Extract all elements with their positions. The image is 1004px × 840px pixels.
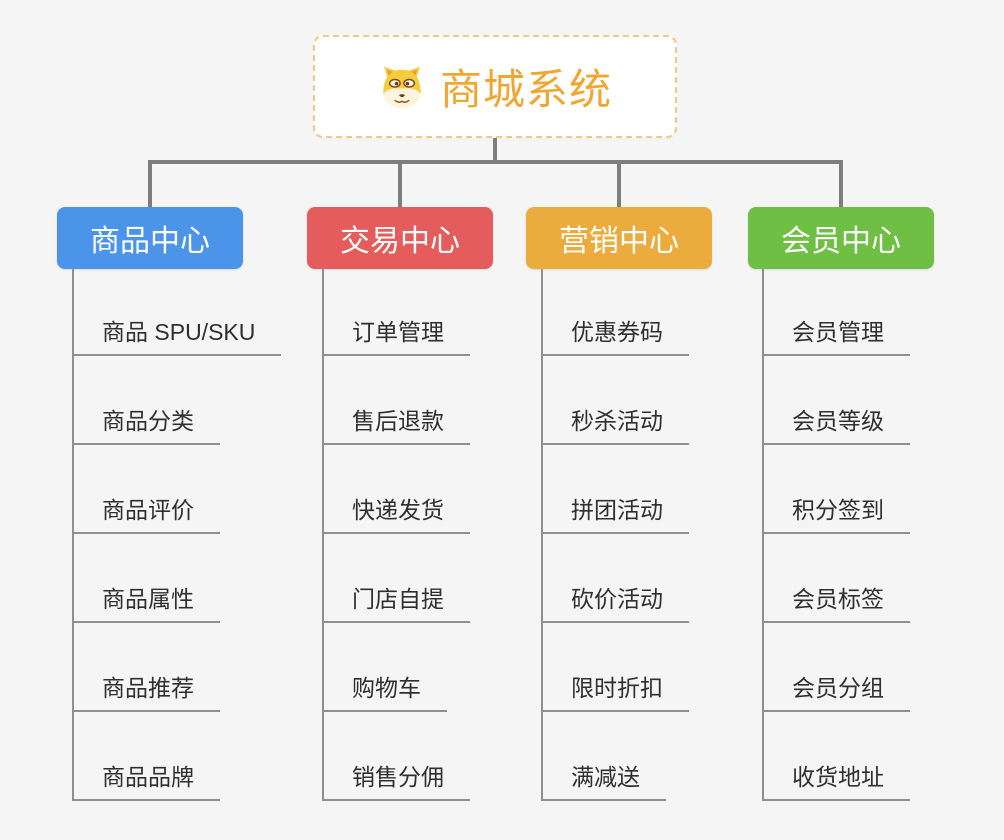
branch-children-member: 会员管理 会员等级 积分签到 会员标签 会员分组 收货地址 [762,269,910,801]
root-topic[interactable]: 商城系统 [313,35,677,138]
subtopic[interactable]: 秒杀活动 [541,399,689,445]
subtopic[interactable]: 售后退款 [322,399,470,445]
connector-drop-products [148,160,152,207]
connector-drop-marketing [617,160,621,207]
root-topic-title: 商城系统 [439,66,612,113]
subtopic[interactable]: 商品分类 [72,399,220,445]
subtopic[interactable]: 优惠券码 [541,310,689,356]
branch-children-marketing: 优惠券码 秒杀活动 拼团活动 砍价活动 限时折扣 满减送 [541,269,689,801]
connector-root-stub [493,138,497,162]
subtopic[interactable]: 会员等级 [762,399,910,445]
dog-face-icon [378,63,426,111]
subtopic[interactable]: 快递发货 [322,488,470,534]
subtopic[interactable]: 会员分组 [762,666,910,712]
branch-marketing-center[interactable]: 营销中心 [526,207,712,269]
subtopic[interactable]: 会员管理 [762,310,910,356]
branch-product-center[interactable]: 商品中心 [57,207,243,269]
connector-drop-trade [398,160,402,207]
subtopic[interactable]: 商品属性 [72,577,220,623]
branch-children-trade: 订单管理 售后退款 快递发货 门店自提 购物车 销售分佣 [322,269,470,801]
subtopic[interactable]: 商品推荐 [72,666,220,712]
subtopic[interactable]: 收货地址 [762,755,910,801]
subtopic[interactable]: 拼团活动 [541,488,689,534]
branch-children-product: 商品 SPU/SKU 商品分类 商品评价 商品属性 商品推荐 商品品牌 [72,269,282,801]
subtopic[interactable]: 销售分佣 [322,755,470,801]
connector-horizontal-bar [148,160,843,164]
subtopic[interactable]: 满减送 [541,755,666,801]
subtopic[interactable]: 商品品牌 [72,755,220,801]
subtopic[interactable]: 砍价活动 [541,577,689,623]
subtopic[interactable]: 商品评价 [72,488,220,534]
connector-drop-members [839,160,843,207]
subtopic[interactable]: 限时折扣 [541,666,689,712]
subtopic[interactable]: 积分签到 [762,488,910,534]
subtopic[interactable]: 会员标签 [762,577,910,623]
subtopic[interactable]: 商品 SPU/SKU [72,310,282,356]
branch-trade-center[interactable]: 交易中心 [307,207,493,269]
branch-member-center[interactable]: 会员中心 [748,207,934,269]
subtopic[interactable]: 订单管理 [322,310,470,356]
subtopic[interactable]: 门店自提 [322,577,470,623]
subtopic[interactable]: 购物车 [322,666,447,712]
